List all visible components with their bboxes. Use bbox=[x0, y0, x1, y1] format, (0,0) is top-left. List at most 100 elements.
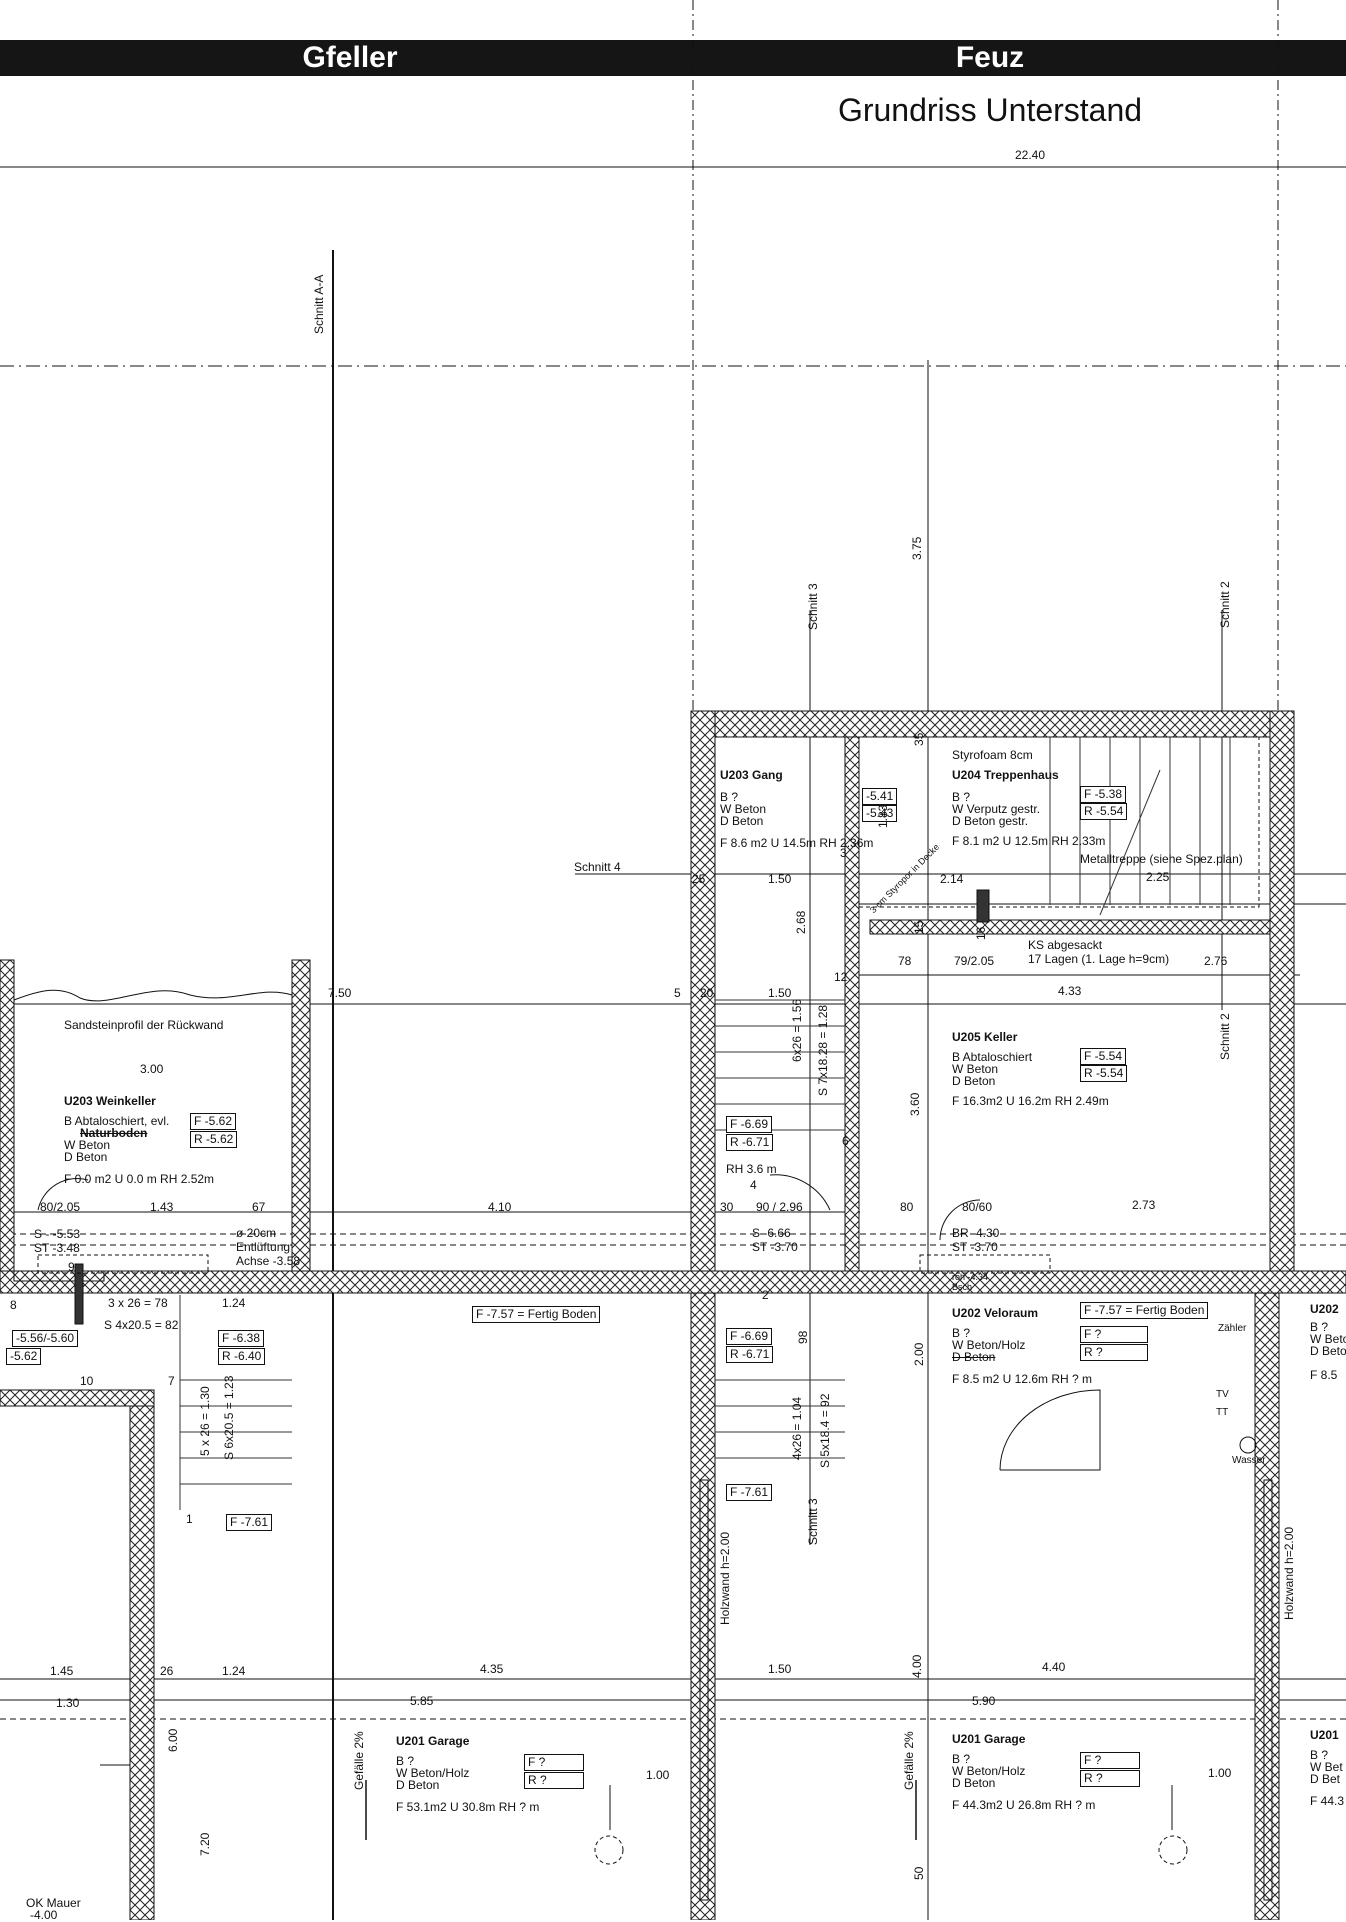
dim-268: 2.68 bbox=[794, 910, 808, 934]
dim-410: 4.10 bbox=[488, 1200, 512, 1214]
u203w-b: B Abtaloschiert, evl. bbox=[64, 1114, 170, 1128]
dim-225: 2.25 bbox=[1146, 870, 1170, 884]
u201r-b: B ? bbox=[952, 1752, 971, 1766]
stair-3: 4x26 = 1.04 bbox=[790, 1396, 804, 1460]
note-r671b: R -6.71 bbox=[726, 1346, 774, 1363]
u204-b: B ? bbox=[952, 790, 971, 804]
u204-name: U204 Treppenhaus bbox=[952, 768, 1059, 782]
dim-n16: 16 bbox=[974, 926, 988, 940]
note-ok400: -4.00 bbox=[30, 1908, 58, 1922]
stair-8: S 6x20.5 = 1.23 bbox=[222, 1375, 236, 1460]
stair-2: S 7x18.28 = 1.28 bbox=[816, 1004, 830, 1096]
u201l-w: W Beton/Holz bbox=[396, 1766, 470, 1780]
u203-gang-b: B ? bbox=[720, 790, 739, 804]
dim-183: 1.83 bbox=[876, 804, 890, 828]
u201r-stats: F 44.3m2 U 26.8m RH ? m bbox=[952, 1798, 1096, 1812]
dim-273: 2.73 bbox=[1132, 1198, 1156, 1212]
note-f669a: F -6.69 bbox=[726, 1116, 773, 1133]
section-3-label: Schnitt 3 bbox=[806, 583, 820, 630]
u202-edge-b: B ? bbox=[1310, 1320, 1329, 1334]
dim-n3: 3 bbox=[840, 846, 847, 860]
note-luft2: Entlüftung bbox=[236, 1240, 291, 1254]
note-st348: ST -3.48 bbox=[34, 1241, 80, 1255]
dim-n10: 10 bbox=[80, 1374, 94, 1388]
u201-edge-d: D Bet bbox=[1310, 1772, 1341, 1786]
dim-80: 80 bbox=[900, 1200, 914, 1214]
u205-d: D Beton bbox=[952, 1074, 996, 1088]
note-lvl562: -5.62 bbox=[6, 1348, 42, 1365]
stair-1: 6x26 = 1.56 bbox=[790, 998, 804, 1062]
dim-n4: 4 bbox=[750, 1178, 757, 1192]
dim-130: 1.30 bbox=[56, 1696, 80, 1710]
u204-stats: F 8.1 m2 U 12.5m RH 2.33m bbox=[952, 834, 1106, 848]
u205-w: W Beton bbox=[952, 1062, 999, 1076]
dim-n15: 15 bbox=[912, 920, 926, 934]
dim-n8: 8 bbox=[10, 1298, 17, 1312]
dim-50: 50 bbox=[912, 1866, 926, 1880]
section-2b-label: Schnitt 2 bbox=[1218, 1013, 1232, 1060]
u203w-f: F -5.62 bbox=[190, 1113, 237, 1130]
u202-edge-d: D Beto bbox=[1310, 1344, 1346, 1358]
dim-n25: 25 bbox=[692, 872, 706, 886]
u201r-f: F ? bbox=[1080, 1752, 1140, 1769]
u203-gang-stats: F 8.6 m2 U 14.5m RH 2.36m bbox=[720, 836, 874, 850]
u203w-r: R -5.62 bbox=[190, 1131, 238, 1148]
dim-124b: 1.24 bbox=[222, 1664, 246, 1678]
overall-dimension: 22.40 bbox=[1015, 148, 1046, 162]
u205-stats: F 16.3m2 U 16.2m RH 2.49m bbox=[952, 1094, 1109, 1108]
u203w-w: W Beton bbox=[64, 1138, 111, 1152]
plan-title: Grundriss Unterstand bbox=[837, 92, 1143, 128]
u204-r: R -5.54 bbox=[1080, 803, 1128, 820]
dim-750: 7.50 bbox=[328, 986, 352, 1000]
dim-7920: 79/2.05 bbox=[954, 954, 995, 968]
note-luft3: Achse -3.58 bbox=[236, 1254, 301, 1268]
dim-720: 7.20 bbox=[198, 1832, 212, 1856]
u203w-d: D Beton bbox=[64, 1150, 108, 1164]
u201l-f: F ? bbox=[524, 1754, 584, 1771]
dim-100a: 1.00 bbox=[646, 1768, 670, 1782]
dim-78: 78 bbox=[898, 954, 912, 968]
u203w-nat: Naturboden bbox=[80, 1126, 148, 1140]
dim-n12: 12 bbox=[834, 970, 848, 984]
u203w-name: U203 Weinkeller bbox=[64, 1094, 156, 1108]
u202-w: W Beton/Holz bbox=[952, 1338, 1026, 1352]
fertig-boden-left: F -7.57 = Fertig Boden bbox=[472, 1306, 601, 1323]
dim-600: 6.00 bbox=[166, 1728, 180, 1752]
dim-96: 98 bbox=[796, 1330, 810, 1344]
note-r671a: R -6.71 bbox=[726, 1134, 774, 1151]
stair-7: 5 x 26 = 1.30 bbox=[198, 1386, 212, 1456]
u204-ks: KS abgesackt bbox=[1028, 938, 1103, 952]
dim-35: 35 bbox=[912, 732, 926, 746]
u203-gang-w: W Beton bbox=[720, 802, 767, 816]
u201r-d: D Beton bbox=[952, 1776, 996, 1790]
u203-gang-d: D Beton bbox=[720, 814, 764, 828]
dim-375: 3.75 bbox=[910, 536, 924, 560]
dim-590: 5.90 bbox=[972, 1694, 996, 1708]
u204-w: W Verputz gestr. bbox=[952, 802, 1041, 816]
dim-30: 30 bbox=[720, 1200, 734, 1214]
note-okmauer: OK Mauer bbox=[26, 1896, 81, 1910]
dim-n7: 7 bbox=[168, 1374, 175, 1388]
dim-200: 2.00 bbox=[912, 1342, 926, 1366]
u204-styro: Styrofoam 8cm bbox=[952, 748, 1033, 762]
u201l-r: R ? bbox=[524, 1772, 584, 1789]
dim-145: 1.45 bbox=[50, 1664, 74, 1678]
u203-gang-r: -5.43 bbox=[862, 805, 898, 822]
dim-n2: 2 bbox=[762, 1288, 769, 1302]
u203w-sand: Sandsteinprofil der Rückwand bbox=[64, 1018, 224, 1032]
u204-ks2: 17 Lagen (1. Lage h=9cm) bbox=[1028, 952, 1170, 966]
section-4-label: Schnitt 4 bbox=[574, 860, 621, 874]
u201-edge-name: U201 bbox=[1310, 1728, 1339, 1742]
u201-edge-b: B ? bbox=[1310, 1748, 1329, 1762]
dim-150c: 1.50 bbox=[768, 1662, 792, 1676]
note-r640: R -6.40 bbox=[218, 1348, 266, 1365]
u201l-d: D Beton bbox=[396, 1778, 440, 1792]
dim-67: 67 bbox=[252, 1200, 266, 1214]
u202-zaehler: Zähler bbox=[1218, 1323, 1247, 1334]
section-2-label: Schnitt 2 bbox=[1218, 581, 1232, 628]
dim-300: 3.00 bbox=[140, 1062, 164, 1076]
dim-8060: 80/60 bbox=[962, 1200, 993, 1214]
dim-90: 90 / 2.96 bbox=[756, 1200, 803, 1214]
note-roh: roh -4.34 bbox=[952, 1272, 989, 1282]
